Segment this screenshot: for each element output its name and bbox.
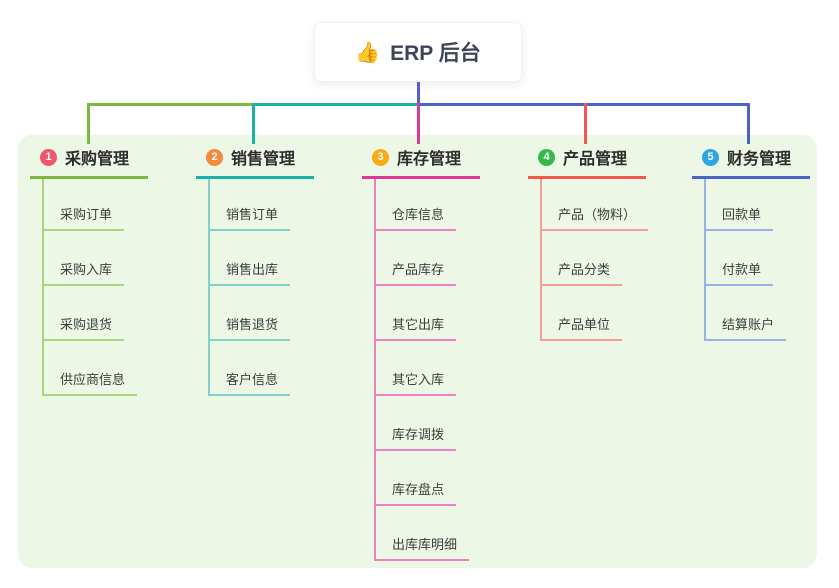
branch-inventory: 3 库存管理 仓库信息 产品库存 其它出库 其它入库 库存调拨 库存盘点 出库库… <box>362 145 522 561</box>
child-topic-label[interactable]: 采购退货 <box>44 314 125 341</box>
child-topic-label[interactable]: 采购入库 <box>44 259 125 286</box>
branch-label: 库存管理 <box>397 151 462 168</box>
connector-drop-1 <box>87 103 90 144</box>
child-topic-label[interactable]: 销售出库 <box>210 259 291 286</box>
child-topic-label[interactable]: 其它出库 <box>376 314 457 341</box>
mindmap-panel <box>18 135 817 568</box>
priority-badge-2: 2 <box>206 148 223 166</box>
child-topic: 付款单 <box>706 231 839 286</box>
branch-label: 产品管理 <box>563 151 628 168</box>
priority-badge-4: 4 <box>538 148 555 166</box>
connector-branch-1 <box>87 103 253 106</box>
branch-children: 回款单 付款单 结算账户 <box>704 179 839 341</box>
branch-children: 销售订单 销售出库 销售退货 客户信息 <box>208 179 356 396</box>
child-topic-label[interactable]: 其它入库 <box>376 369 457 396</box>
branch-topic-purchase[interactable]: 1 采购管理 <box>30 145 148 179</box>
branch-children: 采购订单 采购入库 采购退货 供应商信息 <box>42 179 190 396</box>
child-topic-label[interactable]: 库存调拨 <box>376 424 457 451</box>
branch-label: 销售管理 <box>231 151 296 168</box>
child-topic-label[interactable]: 销售订单 <box>210 204 291 231</box>
branch-sales: 2 销售管理 销售订单 销售出库 销售退货 客户信息 <box>196 145 356 396</box>
child-topic: 产品分类 <box>542 231 688 286</box>
thumbs-up-icon: 👍 <box>355 41 381 64</box>
root-topic[interactable]: 👍 ERP 后台 <box>314 22 522 82</box>
child-topic: 销售订单 <box>210 179 356 231</box>
child-topic-label[interactable]: 出库库明细 <box>376 534 470 561</box>
child-topic-label[interactable]: 产品（物料） <box>542 204 649 231</box>
child-topic-label[interactable]: 仓库信息 <box>376 204 457 231</box>
child-topic: 出库库明细 <box>376 506 522 561</box>
child-topic: 库存调拨 <box>376 396 522 451</box>
branch-children: 仓库信息 产品库存 其它出库 其它入库 库存调拨 库存盘点 出库库明细 <box>374 179 522 561</box>
branch-product: 4 产品管理 产品（物料） 产品分类 产品单位 <box>528 145 688 341</box>
child-topic: 回款单 <box>706 179 839 231</box>
child-topic-label[interactable]: 结算账户 <box>706 314 787 341</box>
child-topic: 其它入库 <box>376 341 522 396</box>
branch-topic-finance[interactable]: 5 财务管理 <box>692 145 810 179</box>
connector-branch-2 <box>252 103 420 106</box>
branch-purchase: 1 采购管理 采购订单 采购入库 采购退货 供应商信息 <box>30 145 190 396</box>
branch-topic-sales[interactable]: 2 销售管理 <box>196 145 314 179</box>
child-topic: 结算账户 <box>706 286 839 341</box>
branch-children: 产品（物料） 产品分类 产品单位 <box>540 179 688 341</box>
child-topic: 采购入库 <box>44 231 190 286</box>
root-connector <box>417 82 420 103</box>
child-topic: 其它出库 <box>376 286 522 341</box>
child-topic-label[interactable]: 产品单位 <box>542 314 623 341</box>
child-topic-label[interactable]: 供应商信息 <box>44 369 138 396</box>
child-topic: 仓库信息 <box>376 179 522 231</box>
child-topic: 销售退货 <box>210 286 356 341</box>
priority-badge-5: 5 <box>702 148 719 166</box>
child-topic-label[interactable]: 回款单 <box>706 204 774 231</box>
child-topic: 采购订单 <box>44 179 190 231</box>
child-topic: 客户信息 <box>210 341 356 396</box>
branch-topic-product[interactable]: 4 产品管理 <box>528 145 646 179</box>
branch-finance: 5 财务管理 回款单 付款单 结算账户 <box>692 145 839 341</box>
priority-badge-3: 3 <box>372 148 389 166</box>
branch-label: 财务管理 <box>727 151 792 168</box>
child-topic: 产品库存 <box>376 231 522 286</box>
connector-drop-3 <box>417 103 420 144</box>
child-topic-label[interactable]: 采购订单 <box>44 204 125 231</box>
child-topic: 产品单位 <box>542 286 688 341</box>
child-topic-label[interactable]: 产品分类 <box>542 259 623 286</box>
connector-drop-2 <box>252 103 255 144</box>
child-topic: 销售出库 <box>210 231 356 286</box>
connector-drop-5 <box>747 103 750 144</box>
child-topic: 库存盘点 <box>376 451 522 506</box>
child-topic-label[interactable]: 客户信息 <box>210 369 291 396</box>
child-topic: 产品（物料） <box>542 179 688 231</box>
child-topic: 供应商信息 <box>44 341 190 396</box>
child-topic-label[interactable]: 产品库存 <box>376 259 457 286</box>
branch-topic-inventory[interactable]: 3 库存管理 <box>362 145 480 179</box>
root-topic-label: ERP 后台 <box>390 42 481 65</box>
child-topic-label[interactable]: 库存盘点 <box>376 479 457 506</box>
priority-badge-1: 1 <box>40 148 57 166</box>
child-topic: 采购退货 <box>44 286 190 341</box>
connector-drop-4 <box>584 103 587 144</box>
branch-label: 采购管理 <box>65 151 130 168</box>
child-topic-label[interactable]: 付款单 <box>706 259 774 286</box>
child-topic-label[interactable]: 销售退货 <box>210 314 291 341</box>
